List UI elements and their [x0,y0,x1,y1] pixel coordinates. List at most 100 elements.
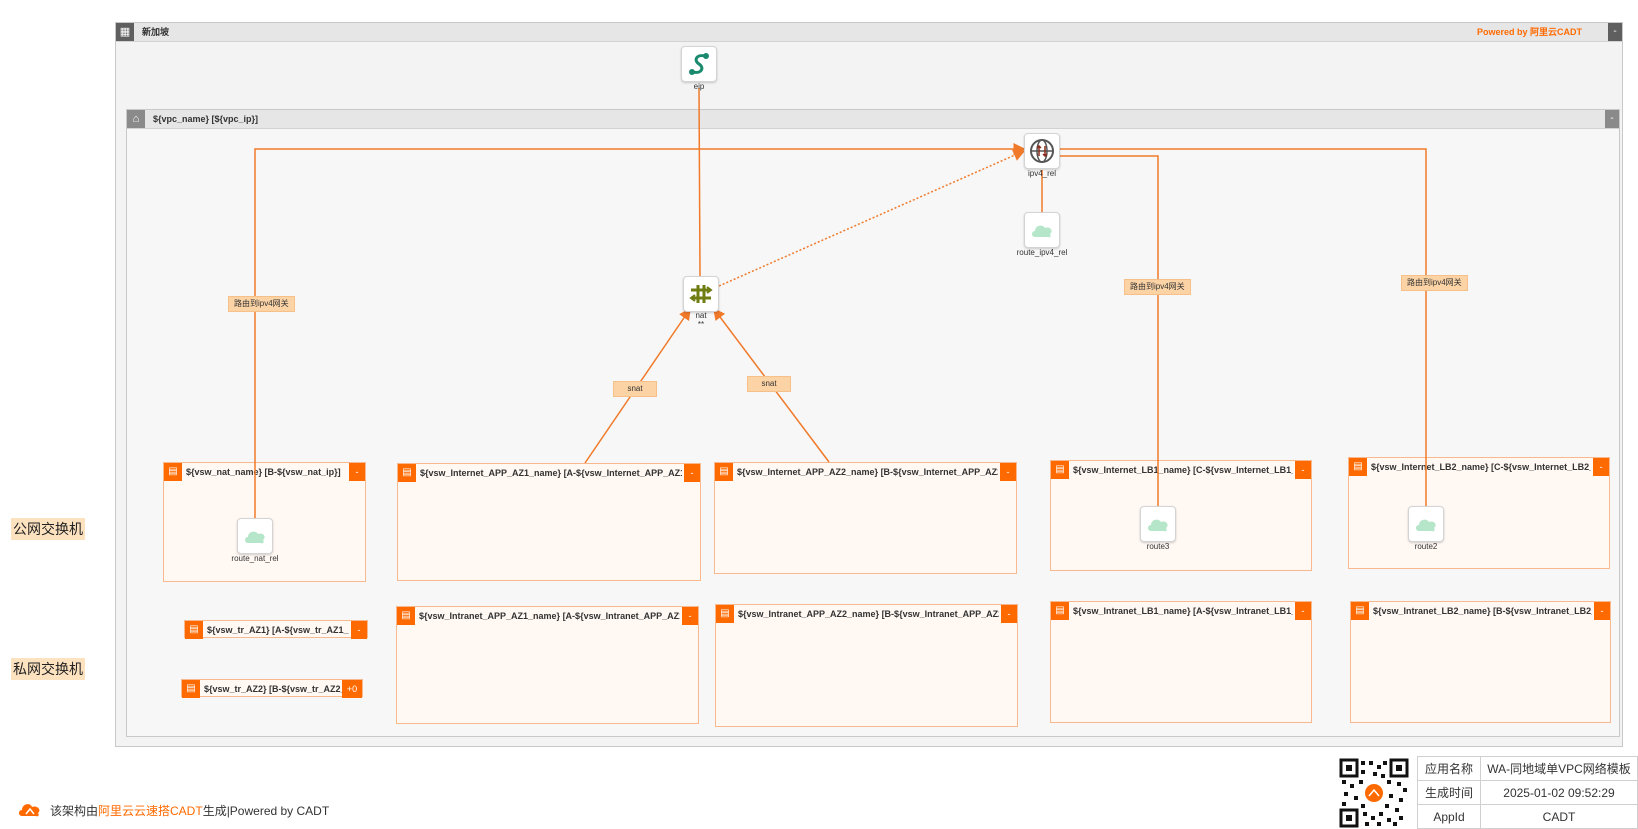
vswitch-icon: ▤ [182,680,200,698]
footer-brand-link[interactable]: 阿里云云速搭CADT [98,804,203,818]
nat-gateway-node[interactable] [683,276,719,312]
edge-eip-nat [698,87,701,277]
vpc-collapse-button[interactable]: - [1605,110,1619,128]
route-ipv4-label: route_ipv4_rel [1016,248,1068,257]
vsw-intranet-lb2[interactable]: ▤ ${vsw_Intranet_LB2_name} [B-${vsw_Intra… [1350,601,1611,723]
footer-prefix: 该架构由 [50,804,99,818]
vsw-collapse-button[interactable]: - [1295,602,1311,620]
edge-routenat-ipv4 [254,143,1026,518]
eip-label: eip [693,82,705,91]
footer-credit: 该架构由阿里云云速搭CADT生成|Powered by CADT [50,802,329,819]
vsw-title: ${vsw_Internet_APP_AZ2_name} [B-${vsw_In… [737,467,998,477]
eip-node[interactable] [681,46,717,82]
generated-time-value: 2025-01-02 09:52:29 [1480,780,1638,805]
vsw-internet-lb2[interactable]: ▤ ${vsw_Internet_LB2_name} [C-${vsw_Inter… [1348,457,1610,569]
vsw-title: ${vsw_tr_AZ1} [A-${vsw_tr_AZ1_IP}] [207,625,349,635]
route-table-icon [1416,519,1436,532]
vsw-collapse-button[interactable]: +0 [342,680,362,698]
vswitch-icon: ▤ [398,464,416,482]
vsw-collapse-button[interactable]: - [1001,605,1017,623]
qr-cell [1337,804,1418,829]
vswitch-icon: ▤ [1351,602,1369,620]
app-name-value: WA-同地域单VPC网络模板 [1480,756,1638,781]
vsw-internet-app-az2[interactable]: ▤ ${vsw_Internet_APP_AZ2_name} [B-${vsw_I… [714,462,1017,574]
vsw-title: ${vsw_Internet_LB2_name} [C-${vsw_Intern… [1371,462,1591,472]
vsw-tr-az2[interactable]: ▤ ${vsw_tr_AZ2} [B-${vsw_tr_AZ2_IP}]+0 [181,679,363,698]
vsw-intranet-app-az1[interactable]: ▤ ${vsw_Intranet_APP_AZ1_name} [A-${vsw_I… [396,606,699,724]
route-table-icon [1148,519,1168,532]
eip-icon [689,53,709,75]
vswitch-icon: ▤ [715,463,733,481]
app-name-label: 应用名称 [1417,756,1481,781]
private-vswitch-label: 私网交换机 [11,658,85,680]
edge-label-snat: snat [613,381,657,397]
vsw-title: ${vsw_nat_name} [B-${vsw_nat_ip}] [186,467,341,477]
appid-label: AppId [1417,804,1481,829]
powered-by-label: Powered by 阿里云CADT [1476,27,1582,37]
nat-gateway-sublabel: ** [697,320,705,329]
vsw-collapse-button[interactable]: - [1593,458,1609,476]
edge-nat-ipv4-dotted [718,149,1026,287]
vsw-collapse-button[interactable]: - [1000,463,1016,481]
nat-gateway-label: nat [695,311,707,320]
vsw-collapse-button[interactable]: - [349,463,365,481]
vsw-title: ${vsw_tr_AZ2} [B-${vsw_tr_AZ2_IP}] [204,684,344,694]
vswitch-icon: ▤ [1051,602,1069,620]
ipv4-gateway-node[interactable] [1024,133,1060,169]
edge-route3-ipv4 [1060,155,1159,508]
vsw-title: ${vsw_Intranet_APP_AZ2_name} [B-${vsw_In… [738,609,999,619]
vsw-intranet-app-az2[interactable]: ▤ ${vsw_Intranet_APP_AZ2_name} [B-${vsw_I… [715,604,1018,727]
vsw-intranet-lb1[interactable]: ▤ ${vsw_Intranet_LB1_name} [A-${vsw_Intra… [1050,601,1312,723]
vsw-title: ${vsw_Intranet_LB1_name} [A-${vsw_Intran… [1073,606,1293,616]
app-info-table: 应用名称 WA-同地域单VPC网络模板 生成时间 2025-01-02 09:5… [1337,756,1638,829]
vsw-tr-az1[interactable]: ▤ ${vsw_tr_AZ1} [A-${vsw_tr_AZ1_IP}]- [184,620,368,639]
public-vswitch-label: 公网交换机 [11,518,85,540]
region-header: ▦ 新加坡 Powered by 阿里云CADT - [116,23,1622,42]
vswitch-icon: ▤ [1349,458,1367,476]
vsw-internet-app-az1[interactable]: ▤ ${vsw_Internet_APP_AZ1_name} [A-${vsw_I… [397,463,701,581]
route-ipv4-node[interactable] [1024,212,1060,248]
region-collapse-button[interactable]: - [1608,23,1622,41]
qr-cell [1337,780,1418,805]
route-table-icon [1032,225,1052,238]
route2-label: route2 [1414,542,1438,551]
vpc-header: ⌂ ${vpc_name} [${vpc_ip}] - [127,110,1619,129]
appid-value: CADT [1480,804,1638,829]
vsw-title: ${vsw_Intranet_APP_AZ1_name} [A-${vsw_In… [419,611,680,621]
vsw-collapse-button[interactable]: - [1594,602,1610,620]
vsw-title: ${vsw_Internet_APP_AZ1_name} [A-${vsw_In… [420,468,682,478]
vsw-collapse-button[interactable]: - [1295,461,1311,479]
qr-cell [1337,756,1418,781]
route3-node[interactable] [1140,506,1176,542]
route-nat-node[interactable] [237,518,273,554]
vpc-icon: ⌂ [127,110,145,128]
edge-label-snat: snat [747,376,791,392]
edge-route2-ipv4 [1060,148,1427,506]
vsw-title: ${vsw_Intranet_LB2_name} [B-${vsw_Intran… [1373,606,1592,616]
route-nat-label: route_nat_rel [231,554,279,563]
vswitch-icon: ▤ [185,621,203,639]
cadt-logo-icon [19,804,40,817]
vswitch-icon: ▤ [164,463,182,481]
edge-label-route-ipv4: 路由到ipv4网关 [1401,275,1468,291]
edge-label-route-ipv4: 路由到ipv4网关 [1124,279,1191,295]
nat-gateway-icon [689,285,713,303]
region-title: 新加坡 [142,27,170,37]
vsw-internet-lb1[interactable]: ▤ ${vsw_Internet_LB1_name} [C-${vsw_Inter… [1050,460,1312,571]
vsw-collapse-button[interactable]: - [682,607,698,625]
footer-suffix: 生成|Powered by CADT [202,804,330,818]
region-icon: ▦ [116,23,134,41]
vpc-title: ${vpc_name} [${vpc_ip}] [153,114,259,124]
route2-node[interactable] [1408,506,1444,542]
vswitch-icon: ▤ [1051,461,1069,479]
ipv4-gateway-icon [1030,139,1054,163]
vsw-title: ${vsw_Internet_LB1_name} [C-${vsw_Intern… [1073,465,1293,475]
vsw-collapse-button[interactable]: - [351,621,367,639]
route3-label: route3 [1146,542,1170,551]
vswitch-icon: ▤ [716,605,734,623]
vswitch-icon: ▤ [397,607,415,625]
generated-time-label: 生成时间 [1417,780,1481,805]
route-table-icon [245,531,265,544]
vsw-collapse-button[interactable]: - [684,464,700,482]
